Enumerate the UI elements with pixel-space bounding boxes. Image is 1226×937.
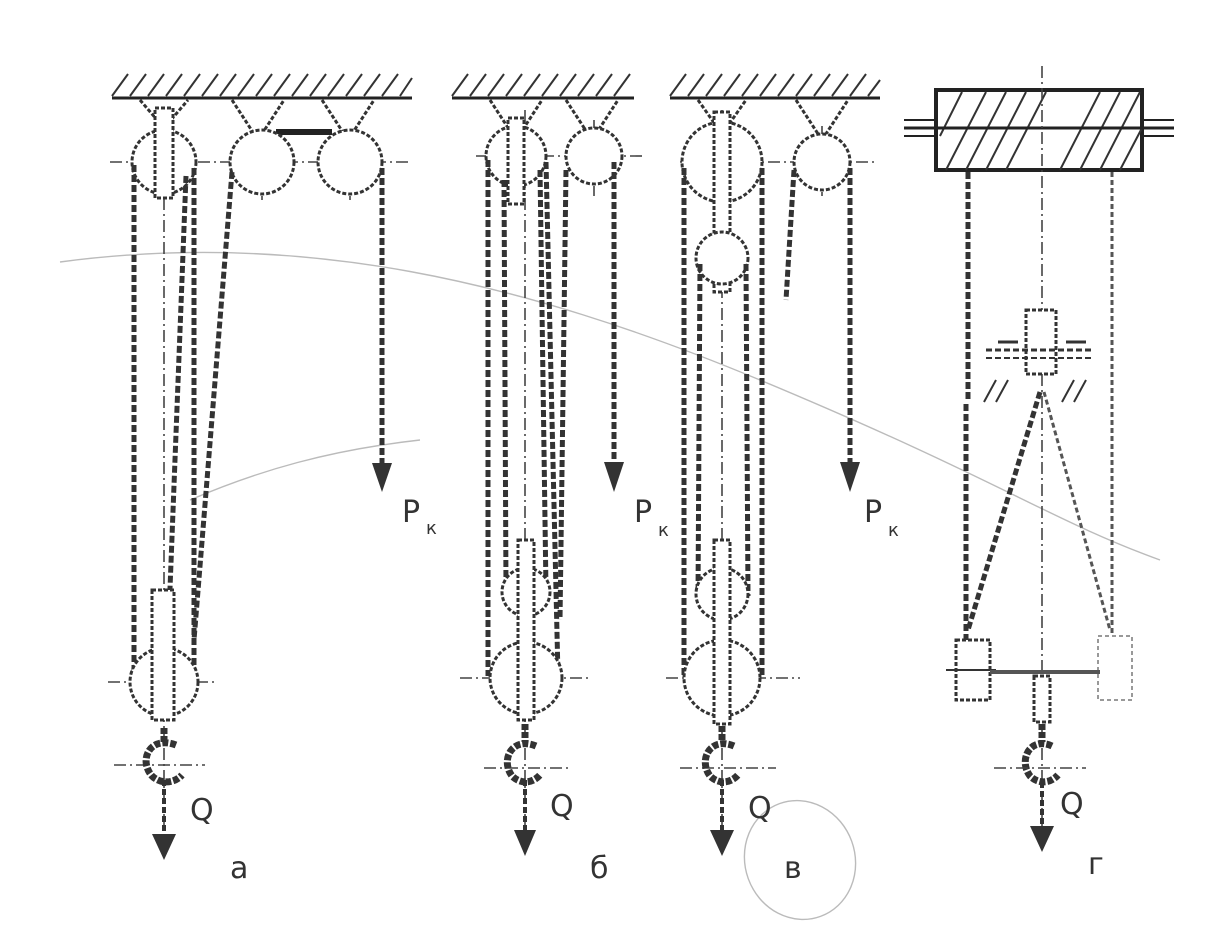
force-arrow	[372, 463, 392, 492]
load-label: Q	[550, 789, 574, 824]
force-label: P	[864, 495, 882, 530]
pulley-strap	[153, 106, 175, 200]
load-label: Q	[1060, 787, 1084, 822]
panel-caption: б	[590, 851, 609, 886]
hook	[142, 728, 185, 786]
guide-pulley	[316, 128, 384, 196]
force-label: P	[634, 495, 652, 530]
ceiling-support	[111, 73, 413, 100]
drum	[904, 88, 1174, 172]
load-arrow	[514, 830, 536, 856]
panel-caption: в	[784, 851, 802, 886]
rope	[191, 171, 235, 641]
rope	[783, 169, 797, 301]
pulley-bracket	[564, 99, 620, 143]
force-subscript: к	[658, 520, 669, 541]
force-arrow	[840, 462, 860, 492]
guide-pulley	[564, 126, 624, 186]
guide-pulley	[792, 132, 852, 192]
rope	[743, 263, 751, 597]
rope	[557, 169, 569, 621]
load-arrow	[710, 830, 734, 856]
force-subscript: к	[888, 520, 899, 541]
guide-pulley	[228, 128, 296, 196]
load-arrow	[1030, 826, 1054, 852]
load-arrow	[152, 834, 176, 860]
rope	[501, 179, 509, 591]
load-label: Q	[748, 791, 772, 826]
pulley-bracket	[230, 99, 286, 143]
load-traverse	[946, 635, 1133, 724]
pencil-circle	[743, 799, 857, 921]
pulley-bracket	[794, 99, 850, 143]
panel-g: Q г	[904, 66, 1174, 882]
panel-caption: а	[230, 851, 248, 886]
pulley-strap	[516, 538, 536, 722]
pulley-bracket	[320, 99, 376, 143]
panel-v: Q P к в	[666, 73, 899, 886]
rope	[165, 175, 189, 641]
rope	[537, 169, 549, 591]
ceiling-support	[451, 73, 634, 100]
force-subscript: к	[426, 518, 437, 539]
pencil-mark	[59, 251, 1161, 561]
pencil-mark	[189, 439, 421, 501]
panel-a: Q P к а	[108, 73, 437, 886]
panel-caption: г	[1088, 847, 1104, 882]
rope	[965, 391, 1043, 631]
pulley-strap	[712, 538, 732, 726]
rope	[695, 263, 703, 597]
force-label: P	[402, 495, 420, 530]
rope	[1042, 391, 1112, 631]
pulley-strap	[150, 588, 176, 722]
hook	[503, 724, 543, 786]
hook	[701, 726, 741, 786]
load-label: Q	[190, 793, 214, 828]
equalizer-pulley	[983, 308, 1094, 403]
pulley-strap	[506, 116, 526, 206]
panel-b: Q P к б	[451, 73, 669, 886]
force-arrow	[604, 462, 624, 492]
ceiling-support	[669, 73, 881, 100]
hook	[1021, 724, 1061, 786]
rope	[543, 161, 561, 677]
fixed-pulley-small	[694, 230, 750, 286]
